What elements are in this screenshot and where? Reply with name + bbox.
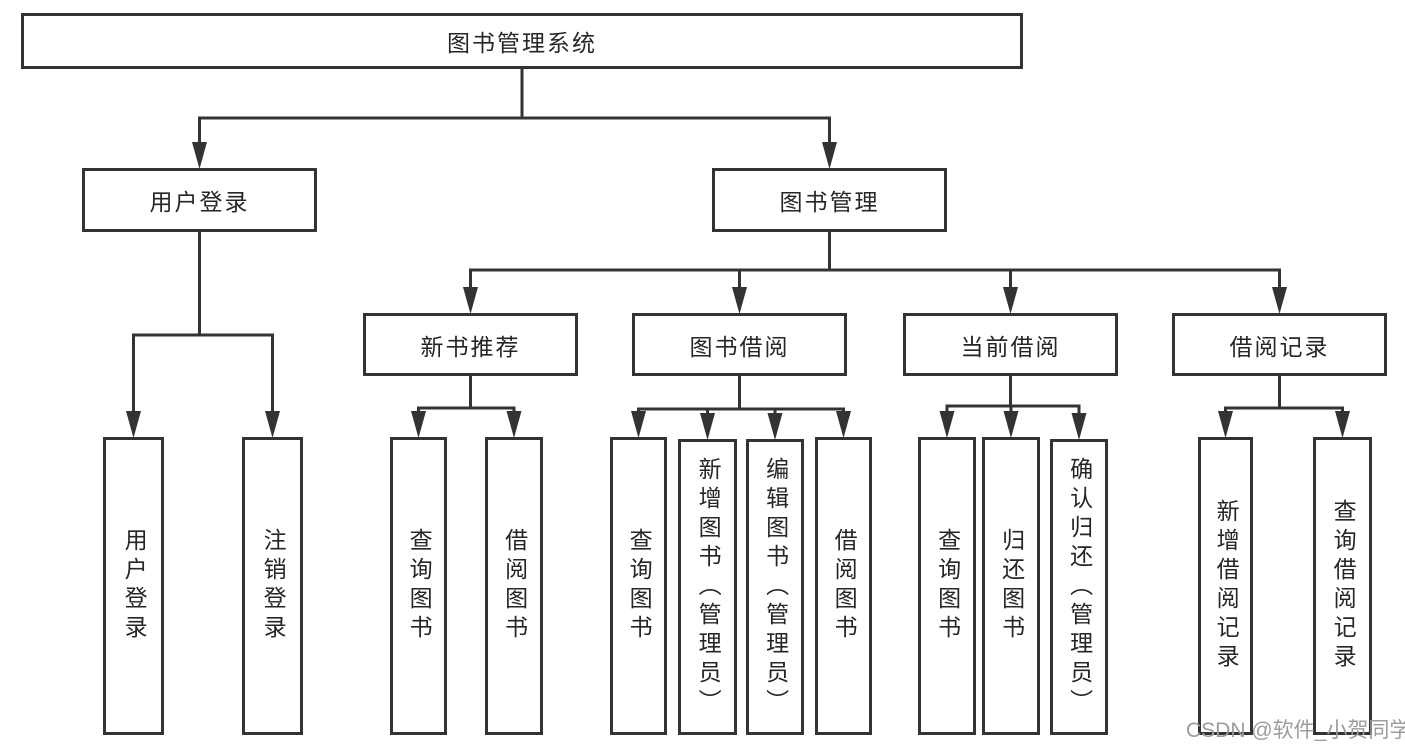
- node-records: 借阅记录: [1172, 313, 1387, 376]
- node-cur-query: 查询图书: [918, 437, 976, 735]
- node-label: 当前借阅: [960, 333, 1061, 360]
- node-cur-confirm: 确认归还（管理员）: [1050, 439, 1108, 735]
- node-login: 用户登录: [82, 168, 317, 232]
- node-label: 用户登录: [149, 189, 250, 215]
- node-borrow: 图书借阅: [632, 313, 847, 376]
- node-label: 新书推荐: [420, 333, 521, 360]
- node-bor-edit: 编辑图书（管理员）: [746, 439, 804, 735]
- node-label: 注销登录: [260, 528, 287, 644]
- node-recommend: 新书推荐: [363, 313, 578, 376]
- node-label: 借阅图书: [831, 528, 858, 644]
- node-label: 用户登录: [121, 528, 148, 644]
- node-label: 图书管理: [779, 189, 880, 215]
- node-rcd-add: 新增借阅记录: [1198, 437, 1253, 735]
- node-mgmt: 图书管理: [712, 168, 947, 232]
- node-label: 查询图书: [934, 528, 961, 644]
- node-bor-add: 新增图书（管理员）: [678, 439, 737, 735]
- node-label: 图书借阅: [689, 333, 790, 360]
- node-label: 编辑图书（管理员）: [762, 456, 789, 718]
- node-label: 确认归还（管理员）: [1066, 456, 1093, 718]
- node-root: 图书管理系统: [21, 13, 1023, 69]
- node-user-login: 用户登录: [103, 437, 164, 735]
- node-label: 新增图书（管理员）: [695, 456, 722, 718]
- node-label: 查询图书: [406, 528, 433, 644]
- node-rec-borrow: 借阅图书: [485, 437, 543, 735]
- node-label: 查询借阅记录: [1330, 499, 1357, 673]
- node-rcd-query: 查询借阅记录: [1313, 437, 1372, 735]
- node-label: 查询图书: [626, 528, 653, 644]
- node-label: 图书管理系统: [447, 30, 597, 56]
- node-label: 新增借阅记录: [1213, 499, 1240, 673]
- node-bor-query: 查询图书: [610, 437, 667, 735]
- node-rec-query: 查询图书: [390, 437, 447, 735]
- node-label: 借阅图书: [501, 528, 528, 644]
- node-bor-borrow: 借阅图书: [815, 437, 872, 735]
- node-label: 借阅记录: [1229, 333, 1330, 360]
- node-user-logout: 注销登录: [242, 437, 303, 735]
- node-current: 当前借阅: [903, 313, 1118, 376]
- node-cur-return: 归还图书: [982, 437, 1040, 735]
- node-label: 归还图书: [998, 528, 1025, 644]
